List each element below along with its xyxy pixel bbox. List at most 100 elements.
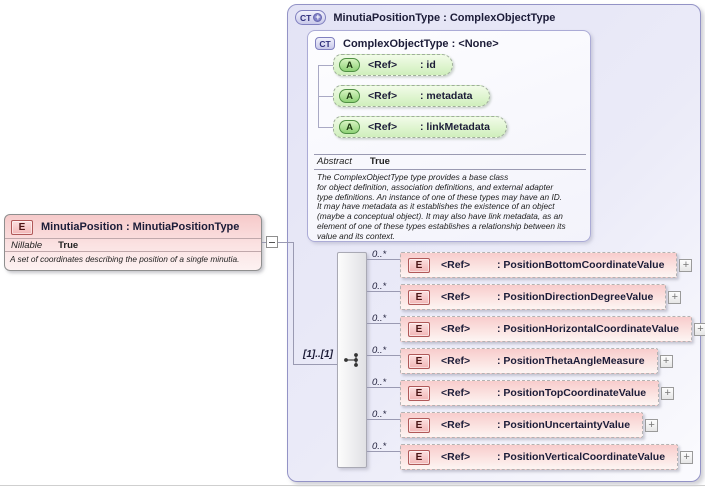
- attribute-icon: A: [339, 89, 360, 103]
- connector-line: [293, 242, 294, 365]
- complex-type-header: CT + MinutiaPositionType : ComplexObject…: [288, 5, 700, 30]
- attribute-icon: A: [339, 120, 360, 134]
- element-positionbottomcoordinatevalue[interactable]: E <Ref> : PositionBottomCoordinateValue: [400, 252, 678, 278]
- sequence-icon: [344, 353, 358, 367]
- cardinality-label: 0..*: [372, 345, 387, 356]
- element-ref: <Ref>: [441, 451, 471, 463]
- element-row: 0..* E <Ref> : PositionVerticalCoordinat…: [367, 441, 694, 470]
- connector-line: [262, 242, 294, 243]
- element-ref: <Ref>: [441, 323, 471, 335]
- element-minutiaposition[interactable]: E MinutiaPosition : MinutiaPositionType …: [4, 214, 262, 271]
- attribute-ref: <Ref>: [368, 59, 398, 71]
- element-positionverticalcoordinatevalue[interactable]: E <Ref> : PositionVerticalCoordinateValu…: [400, 444, 679, 470]
- property-value: True: [58, 240, 79, 251]
- connector-line: 0..*: [367, 345, 400, 374]
- element-positiondirectiondegreevalue[interactable]: E <Ref> : PositionDirectionDegreeValue: [400, 284, 667, 310]
- element-name: : PositionBottomCoordinateValue: [497, 259, 665, 271]
- sequence-compositor[interactable]: [337, 252, 367, 468]
- element-row: 0..* E <Ref> : PositionUncertaintyValue …: [367, 409, 659, 438]
- element-icon: E: [408, 385, 430, 401]
- base-type-box[interactable]: CT ComplexObjectType : <None> A <Ref> : …: [307, 30, 591, 242]
- connector-line: 0..*: [367, 249, 400, 278]
- collapse-icon[interactable]: [266, 236, 278, 248]
- element-ref: <Ref>: [441, 259, 471, 271]
- element-name: : PositionDirectionDegreeValue: [497, 291, 654, 303]
- element-row: 0..* E <Ref> : PositionBottomCoordinateV…: [367, 249, 693, 278]
- element-title: MinutiaPosition : MinutiaPositionType: [41, 221, 240, 233]
- cardinality-label: 0..*: [372, 377, 387, 388]
- element-icon: E: [408, 353, 430, 369]
- expand-icon[interactable]: +: [661, 386, 675, 400]
- property-label: Abstract: [317, 156, 352, 167]
- attribute-ref: <Ref>: [368, 121, 398, 133]
- element-row: 0..* E <Ref> : PositionHorizontalCoordin…: [367, 313, 705, 342]
- connector-line: [293, 364, 338, 365]
- property-label: Nillable: [11, 240, 43, 251]
- element-name: : PositionThetaAngleMeasure: [497, 355, 645, 367]
- element-icon: E: [408, 257, 430, 273]
- expand-icon[interactable]: +: [694, 322, 705, 336]
- element-name: : PositionTopCoordinateValue: [497, 387, 647, 399]
- expand-icon[interactable]: +: [645, 418, 659, 432]
- element-ref: <Ref>: [441, 291, 471, 303]
- cardinality-label: 0..*: [372, 249, 387, 260]
- element-name: : PositionUncertaintyValue: [497, 419, 631, 431]
- element-name: : PositionHorizontalCoordinateValue: [497, 323, 680, 335]
- attribute-name: : metadata: [420, 90, 473, 102]
- element-row: 0..* E <Ref> : PositionThetaAngleMeasure…: [367, 345, 673, 374]
- attribute-metadata[interactable]: A <Ref> : metadata: [333, 85, 490, 107]
- element-icon: E: [408, 321, 430, 337]
- viewport-edge: [0, 485, 705, 486]
- element-ref: <Ref>: [441, 419, 471, 431]
- element-header: E MinutiaPosition : MinutiaPositionType: [5, 215, 261, 238]
- element-ref: <Ref>: [441, 387, 471, 399]
- element-positionhorizontalcoordinatevalue[interactable]: E <Ref> : PositionHorizontalCoordinateVa…: [400, 316, 693, 342]
- connector-line: 0..*: [367, 377, 400, 406]
- connector-line: [318, 96, 333, 97]
- element-icon: E: [408, 289, 430, 305]
- complex-type-icon-label: CT: [300, 12, 312, 23]
- connector-line: 0..*: [367, 409, 400, 438]
- base-type-annotation: The ComplexObjectType type provides a ba…: [317, 172, 566, 241]
- base-type-header: CT ComplexObjectType : <None>: [308, 31, 590, 56]
- attribute-icon: A: [339, 58, 360, 72]
- abstract-property-row: Abstract True: [317, 156, 390, 167]
- attribute-name: : linkMetadata: [420, 121, 491, 133]
- complex-type-title: MinutiaPositionType : ComplexObjectType: [333, 11, 556, 24]
- expand-icon[interactable]: +: [679, 258, 693, 272]
- cardinality-label: 0..*: [372, 313, 387, 324]
- connector-line: 0..*: [367, 441, 400, 470]
- attribute-linkmetadata[interactable]: A <Ref> : linkMetadata: [333, 116, 508, 138]
- connector-line: [318, 65, 333, 66]
- expand-icon[interactable]: +: [680, 450, 694, 464]
- base-type-title: ComplexObjectType : <None>: [343, 37, 499, 50]
- separator: [314, 154, 586, 155]
- element-icon: E: [408, 417, 430, 433]
- element-icon: E: [11, 219, 33, 235]
- cardinality-label: 0..*: [372, 409, 387, 420]
- attribute-id[interactable]: A <Ref> : id: [333, 54, 453, 76]
- expand-icon[interactable]: +: [659, 354, 673, 368]
- connector-line: 0..*: [367, 313, 400, 342]
- complex-type-icon: CT +: [295, 10, 327, 25]
- element-positiontopcoordinatevalue[interactable]: E <Ref> : PositionTopCoordinateValue: [400, 380, 660, 406]
- property-value: True: [369, 156, 390, 167]
- nillable-property-row: Nillable True: [5, 238, 261, 252]
- cardinality-label: 0..*: [372, 441, 387, 452]
- connector-line: 0..*: [367, 281, 400, 310]
- attribute-name: : id: [420, 59, 436, 71]
- element-positionthetaanglemeasure[interactable]: E <Ref> : PositionThetaAngleMeasure: [400, 348, 658, 374]
- element-annotation: A set of coordinates describing the posi…: [10, 254, 240, 264]
- separator: [314, 169, 586, 170]
- expand-icon[interactable]: +: [668, 290, 682, 304]
- sequence-cardinality: [1]..[1]: [303, 349, 333, 360]
- complex-type-icon: CT: [315, 37, 335, 50]
- element-name: : PositionVerticalCoordinateValue: [497, 451, 666, 463]
- element-positionuncertaintyvalue[interactable]: E <Ref> : PositionUncertaintyValue: [400, 412, 644, 438]
- connector-line: [318, 127, 333, 128]
- element-icon: E: [408, 449, 430, 465]
- derived-extension-icon: +: [313, 12, 323, 22]
- element-ref: <Ref>: [441, 355, 471, 367]
- cardinality-label: 0..*: [372, 281, 387, 292]
